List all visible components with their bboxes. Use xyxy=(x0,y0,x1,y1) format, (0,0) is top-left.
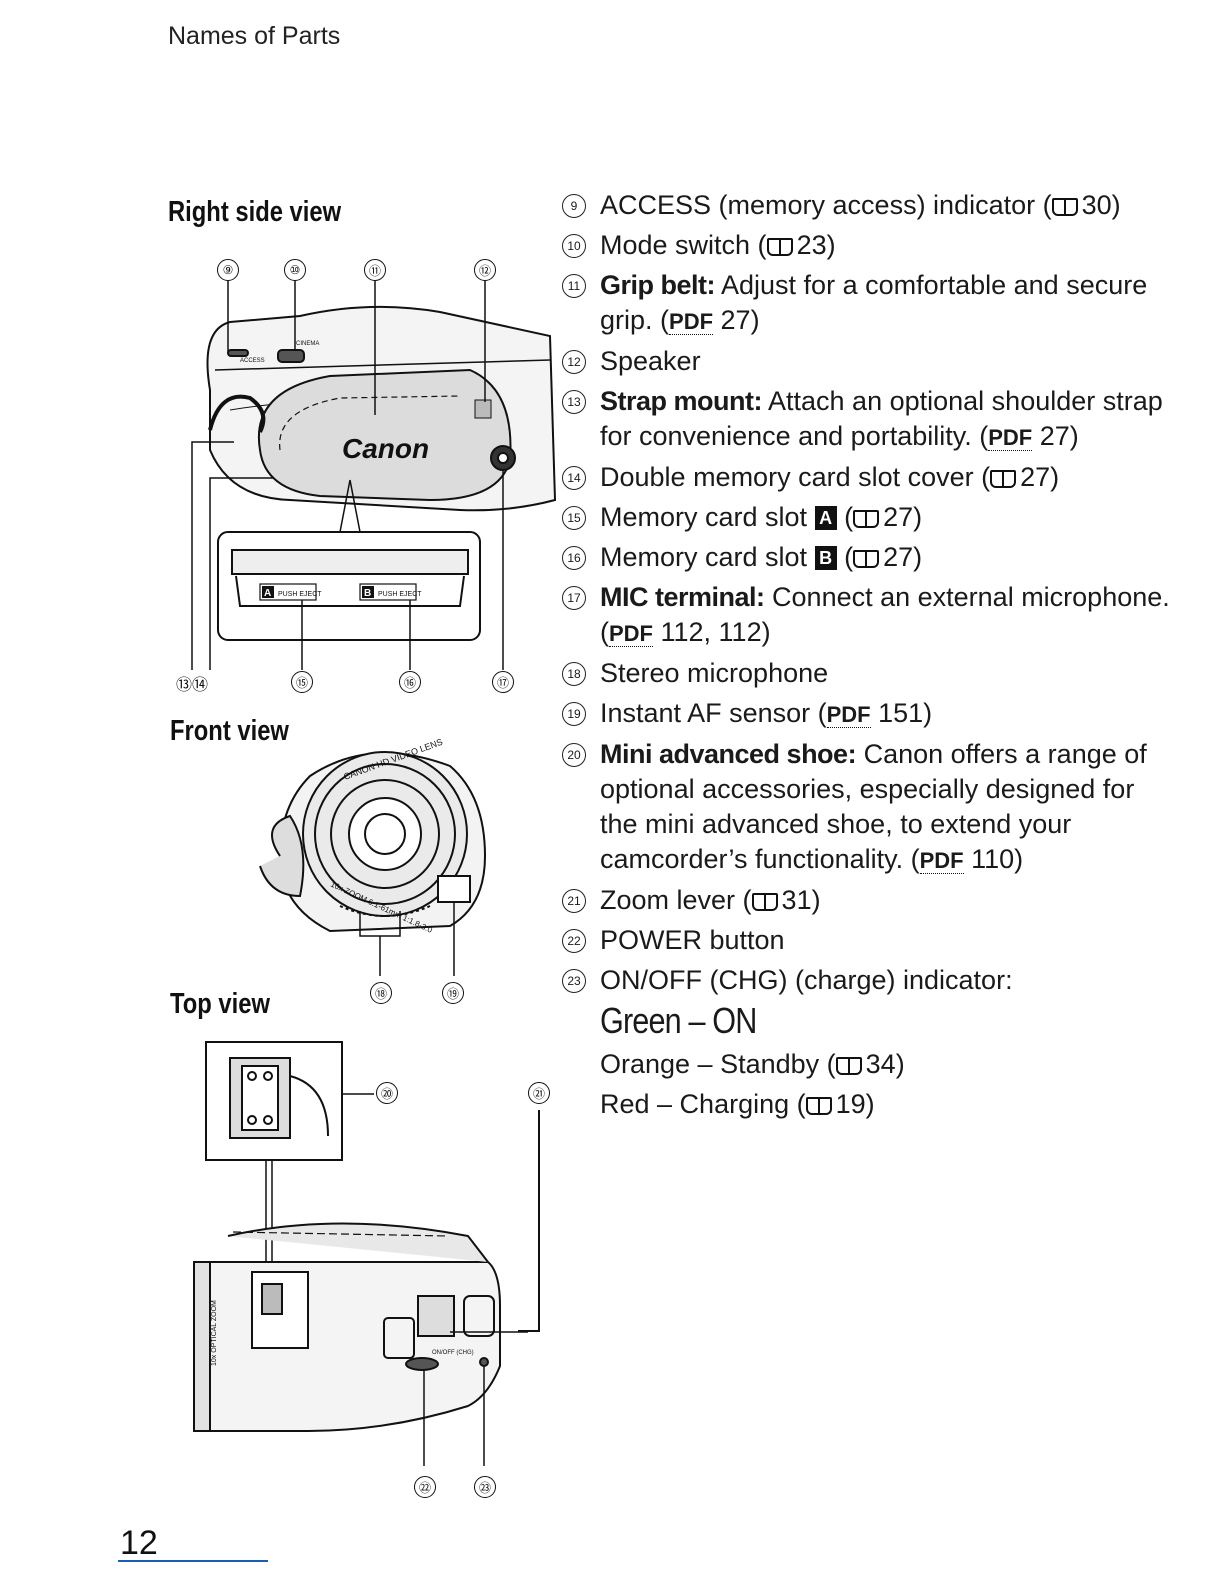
status-green: Green – ON xyxy=(600,1000,757,1041)
list-item: 15 Memory card slot A (27) xyxy=(556,500,1176,535)
list-item: 22 POWER button xyxy=(556,923,1176,958)
list-item: 17 MIC terminal: Connect an external mic… xyxy=(556,580,1176,651)
status-orange: Orange – Standby (34) xyxy=(600,1049,905,1079)
front-view-diagram: CANON HD VIDEO LENS 10x ZOOM 6.1-61mm 1:… xyxy=(259,737,487,976)
list-item: 14 Double memory card slot cover (27) xyxy=(556,460,1176,495)
callout-15: ⑮ xyxy=(291,671,313,693)
callout-20: ⑳ xyxy=(376,1082,398,1104)
pdf-icon: PDF xyxy=(669,309,714,335)
callout-19: ⑲ xyxy=(442,982,464,1004)
cinema-label: CINEMA xyxy=(296,341,319,347)
list-item: 11 Grip belt: Adjust for a comfortable a… xyxy=(556,268,1176,339)
running-header: Names of Parts xyxy=(168,22,341,50)
slot-a-push-eject: PUSH EJECT xyxy=(278,591,322,598)
book-icon xyxy=(766,238,793,256)
canon-logo: Canon xyxy=(342,433,429,464)
callout-21: ㉑ xyxy=(528,1082,550,1104)
pdf-icon: PDF xyxy=(988,425,1033,451)
list-item: 12 Speaker xyxy=(556,344,1176,379)
book-icon xyxy=(751,893,778,911)
pdf-icon: PDF xyxy=(826,702,871,728)
leader-line-21-h xyxy=(518,1330,540,1332)
callout-9: ⑨ xyxy=(217,259,239,281)
top-view-title: Top view xyxy=(170,988,270,1020)
list-item: 13 Strap mount: Attach an optional shoul… xyxy=(556,384,1176,455)
callout-17: ⑰ xyxy=(492,671,514,693)
book-icon xyxy=(835,1057,862,1075)
list-item: 21 Zoom lever (31) xyxy=(556,883,1176,918)
parts-list: 9 ACCESS (memory access) indicator (30) … xyxy=(556,188,1176,1127)
list-item: 23 ON/OFF (CHG) (charge) indicator: xyxy=(556,963,1176,998)
list-item: 10 Mode switch (23) xyxy=(556,228,1176,263)
pdf-icon: PDF xyxy=(609,621,653,647)
callout-22: ㉒ xyxy=(414,1476,436,1498)
book-icon xyxy=(1051,198,1078,216)
callout-16: ⑯ xyxy=(399,671,421,693)
right-side-view-title: Right side view xyxy=(168,196,342,228)
slot-b-push-eject: PUSH EJECT xyxy=(378,591,422,598)
access-label: ACCESS xyxy=(240,358,265,364)
callout-10: ⑩ xyxy=(284,259,306,281)
slot-a-icon: A xyxy=(814,506,837,530)
callout-13-14: ⑬⑭ xyxy=(176,677,209,694)
book-icon xyxy=(990,470,1017,488)
list-item: 19 Instant AF sensor (PDF 151) xyxy=(556,696,1176,732)
front-view-title: Front view xyxy=(170,715,289,747)
slot-b-label: B xyxy=(364,588,371,599)
list-item: 9 ACCESS (memory access) indicator (30) xyxy=(556,188,1176,223)
callout-18: ⑱ xyxy=(370,982,392,1004)
book-icon xyxy=(853,510,880,528)
page-number: 12 xyxy=(120,1524,158,1562)
optical-zoom-text: 10x OPTICAL ZOOM xyxy=(211,1300,218,1366)
status-red: Red – Charging (19) xyxy=(600,1089,875,1119)
page-number-rule xyxy=(118,1560,268,1562)
book-icon xyxy=(853,550,880,568)
list-item: 16 Memory card slot B (27) xyxy=(556,540,1176,575)
slot-b-icon: B xyxy=(814,546,837,570)
callout-12: ⑫ xyxy=(474,259,496,281)
leader-line-21 xyxy=(538,1110,540,1332)
book-icon xyxy=(805,1097,832,1115)
callout-23: ㉓ xyxy=(474,1476,496,1498)
top-view-diagram: 10x OPTICAL ZOOM ON/OFF (CHG) xyxy=(193,1041,528,1466)
callout-11: ⑪ xyxy=(364,259,386,281)
slot-a-label: A xyxy=(264,588,271,599)
list-item: 20 Mini advanced shoe: Canon offers a ra… xyxy=(556,737,1176,878)
onoff-chg-text: ON/OFF (CHG) xyxy=(432,1350,474,1356)
list-item: 18 Stereo microphone xyxy=(556,656,1176,691)
right-side-view-diagram: Canon ACCESS CINEMA A PUSH EJECT B PUSH … xyxy=(191,280,557,670)
pdf-icon: PDF xyxy=(919,848,964,874)
